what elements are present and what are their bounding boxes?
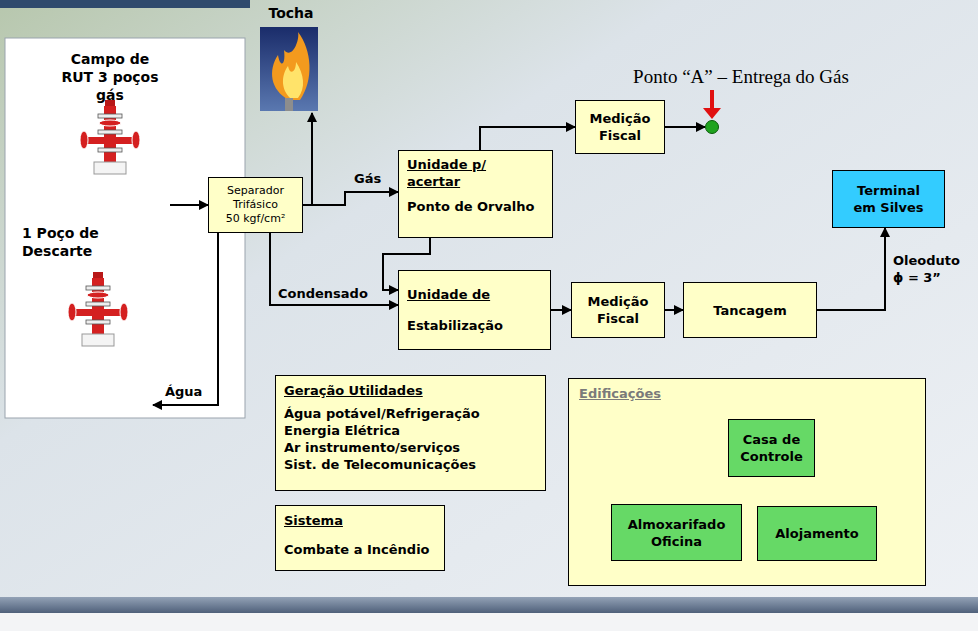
node-heading: Tancagem (713, 302, 786, 319)
edge-label: Gás (354, 170, 381, 187)
separator-box: Separador Trifásico 50 kgf/cm² (208, 177, 303, 233)
building-box: Alojamento (757, 506, 877, 561)
building-box: Almoxarifado Oficina (611, 504, 742, 561)
node-heading: Sistema (284, 512, 343, 529)
flare-picture (260, 27, 318, 111)
node-heading: Unidade de (407, 286, 490, 303)
node-text: Sist. de Telecomunicações (284, 456, 476, 473)
wellhead-picture (80, 100, 140, 174)
top-band (0, 0, 250, 8)
node-heading: Medição Fiscal (578, 293, 658, 327)
flow-connector (153, 233, 218, 405)
flow-connector (303, 113, 312, 205)
terminal-box: Terminal em Silves (832, 170, 945, 228)
node-heading: Almoxarifado Oficina (618, 516, 735, 550)
flow-connector (551, 309, 571, 311)
flow-connector (170, 204, 208, 206)
node-heading: Edificações (579, 385, 661, 402)
process-box: Unidade de Estabilização (398, 270, 551, 350)
delivery-point: Ponto “A” – Entrega do Gás (705, 120, 719, 134)
edge-label: Condensado (278, 285, 368, 302)
node-heading: 1 Poço de Descarte (22, 224, 114, 260)
process-box: Tancagem (683, 282, 817, 338)
node-heading: Tocha (268, 4, 313, 22)
node-text: Água potável/Refrigeração (284, 405, 480, 422)
node-heading: Ponto “A” – Entrega do Gás (633, 64, 849, 89)
building-box: Casa de Controle (728, 419, 815, 477)
flow-connector (665, 309, 683, 311)
well-node: 1 Poço de Descarte (18, 222, 153, 412)
bottom-strip (0, 613, 978, 631)
node-heading: Medição Fiscal (582, 110, 658, 144)
node-heading: Alojamento (775, 525, 858, 542)
delivery-arrow (703, 90, 721, 119)
utilities-box: Geração UtilidadesÁgua potável/Refrigera… (275, 375, 546, 491)
node-heading: Terminal em Silves (849, 182, 929, 216)
process-box: Medição Fiscal (571, 282, 665, 338)
flow-connector (817, 228, 885, 310)
node-text: Combate a Incêndio (284, 541, 430, 558)
flow-connector (303, 192, 398, 205)
edge-label: Água (165, 383, 202, 400)
flow-connector (665, 126, 705, 128)
node-text: Estabilização (407, 317, 503, 334)
node-text: Ar instrumento/serviços (284, 439, 460, 456)
node-heading: Campo de RUT 3 poços gás (53, 50, 167, 104)
node-text: Energia Elétrica (284, 422, 400, 439)
node-text: Ponto de Orvalho (407, 198, 534, 215)
process-box: Unidade p/ acertarPonto de Orvalho (398, 150, 553, 238)
process-box: Medição Fiscal (575, 100, 665, 154)
flow-connector (480, 127, 575, 150)
flow-connector (270, 233, 398, 305)
edge-label: Oleoduto ϕ = 3” (893, 252, 968, 286)
flare-node: Tocha (256, 3, 326, 113)
node-heading: Separador Trifásico 50 kgf/cm² (225, 184, 287, 226)
well-node: Campo de RUT 3 poços gás (50, 48, 170, 218)
node-heading: Casa de Controle (735, 431, 808, 465)
buildings-box: EdificaçõesCasa de ControleAlmoxarifado … (568, 378, 926, 586)
system-box: SistemaCombate a Incêndio (275, 505, 445, 571)
node-heading: Unidade p/ acertar (407, 156, 507, 190)
node-heading: Geração Utilidades (284, 382, 423, 399)
bottom-bar (0, 597, 978, 613)
wellhead-picture (68, 272, 128, 346)
